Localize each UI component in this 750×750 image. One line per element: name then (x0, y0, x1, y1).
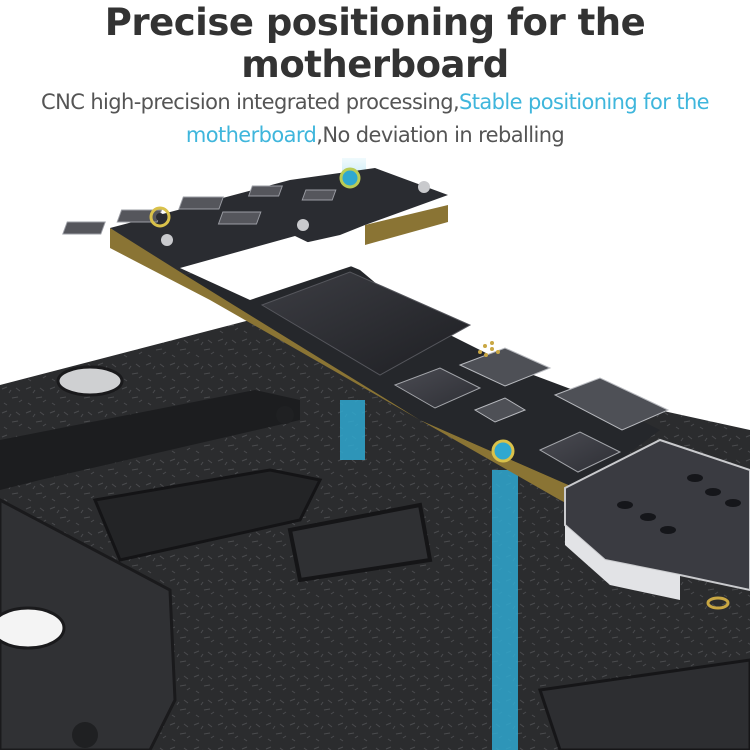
motherboard (62, 167, 670, 510)
locating-hole-1 (56, 365, 124, 397)
title-line-2: motherboard (241, 43, 509, 86)
locating-hole-2 (0, 606, 66, 650)
soc-chip (260, 271, 472, 376)
subtitle-part-1: CNC high-precision integrated processing… (41, 90, 460, 114)
subtitle-part-2: ,No deviation in reballing (316, 123, 565, 147)
clamp-block (564, 438, 750, 610)
subtitle-highlight: Stable positioning for the motherboard (185, 90, 710, 147)
subtitle: CNC high-precision integrated processing… (0, 86, 750, 152)
title-line-1: Precise positioning for the (104, 1, 646, 44)
headline: Precise positioning for the motherboard … (0, 0, 750, 152)
page-title: Precise positioning for the motherboard (0, 0, 750, 86)
